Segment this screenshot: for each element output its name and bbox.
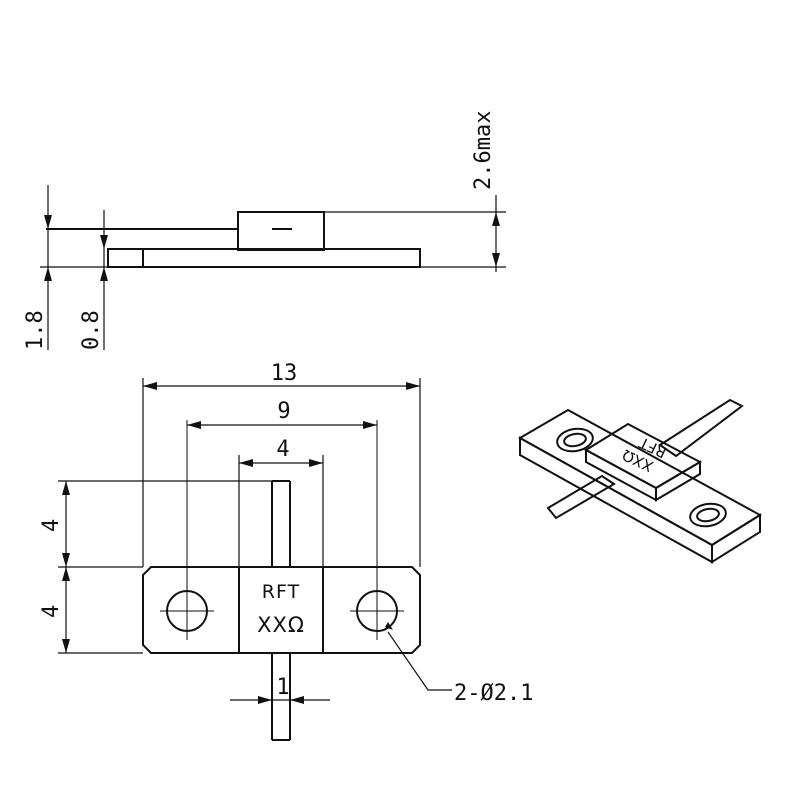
arrow-9-left [187,421,201,429]
arrow-1-left [258,696,272,704]
arrow-0-8-bottom [100,267,108,281]
side-view-body [237,211,325,251]
top-view-body [238,566,324,654]
side-view: 1.8 0.8 2.6max [23,111,506,350]
dim-label-4-lead: 4 [39,519,64,532]
marking-line-1: RFT [262,581,300,603]
marking-line-2: XXΩ [257,613,305,637]
iso-hole-right-inner [696,507,720,523]
iso-flange-front [519,436,713,564]
arrow-v1-bottom [62,553,70,567]
iso-lead-front [546,474,616,520]
arrow-v2-top [62,567,70,581]
iso-hole-left [556,427,594,453]
dim-label-9: 9 [277,399,290,424]
dim-label-4-body: 4 [276,437,289,462]
arrow-4-left [239,459,253,467]
iso-body-side [655,460,701,502]
arrow-1-8-top [44,215,52,229]
arrow-0-8-top [100,235,108,249]
iso-lead-back [658,398,744,458]
dim-label-0-8: 0.8 [79,310,104,350]
arrow-v2-bottom [62,639,70,653]
dim-label-2-6max: 2.6max [471,111,496,190]
iso-hole-left-inner [563,432,587,448]
hole-callout: 2-Ø2.1 [454,681,533,706]
arrow-v1-top [62,481,70,495]
iso-flange-side [711,513,761,564]
dim-label-1-8: 1.8 [23,310,48,350]
arrow-9-right [363,421,377,429]
isometric-view: RFT XXΩ [517,398,762,564]
dim-label-1: 1 [276,675,289,700]
dim-label-4-flange: 4 [39,605,64,618]
iso-hole-right [689,502,727,528]
arrow-4-right [309,459,323,467]
top-view: RFT XXΩ 13 9 4 4 4 [39,361,533,741]
hole-leader-line [387,631,452,691]
dim-label-13: 13 [271,361,298,386]
arrow-13-left [143,382,157,390]
side-view-flange [107,248,421,268]
arrow-2-6-bottom [492,253,500,267]
top-view-flange [142,566,421,654]
arrow-1-8-bottom [44,267,52,281]
arrow-2-6-top [492,212,500,226]
arrow-13-right [406,382,420,390]
hole-leader-arrow [385,622,393,630]
arrow-1-right [290,696,304,704]
